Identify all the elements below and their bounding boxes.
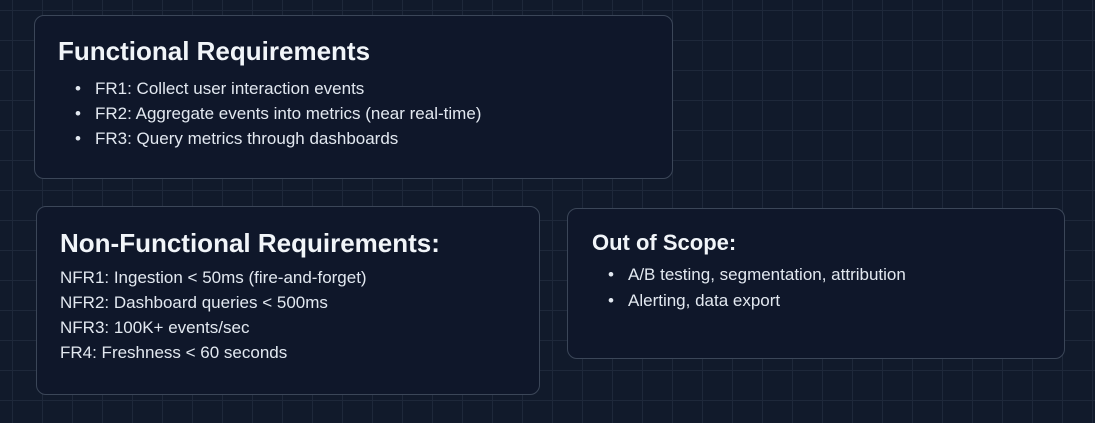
bullet-icon: • <box>75 79 81 98</box>
bullet-icon: • <box>608 291 614 310</box>
bullet-icon: • <box>75 104 81 123</box>
bullet-icon: • <box>75 129 81 148</box>
list-item: FR4: Freshness < 60 seconds <box>60 343 288 362</box>
functional-requirements-card: Functional Requirements • FR1: Collect u… <box>34 15 673 179</box>
out-of-scope-card: Out of Scope: • A/B testing, segmentatio… <box>567 208 1065 359</box>
functional-requirements-title: Functional Requirements <box>58 36 371 66</box>
list-item: NFR3: 100K+ events/sec <box>60 318 250 337</box>
list-item: NFR1: Ingestion < 50ms (fire-and-forget) <box>60 268 367 287</box>
non-functional-requirements-list: NFR1: Ingestion < 50ms (fire-and-forget)… <box>60 265 367 365</box>
list-item: NFR2: Dashboard queries < 500ms <box>60 293 328 312</box>
out-of-scope-title: Out of Scope: <box>592 230 737 255</box>
non-functional-requirements-card: Non-Functional Requirements: NFR1: Inges… <box>36 206 540 395</box>
non-functional-requirements-title: Non-Functional Requirements: <box>60 228 440 258</box>
bullet-icon: • <box>608 265 614 284</box>
